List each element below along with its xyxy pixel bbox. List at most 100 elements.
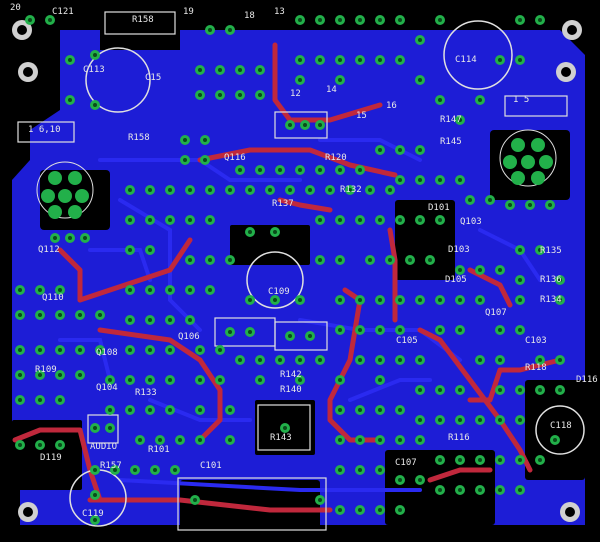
pad-drill <box>168 348 172 352</box>
silk-label-c119: C119 <box>82 509 104 519</box>
mounting-hole-top-right <box>562 20 582 40</box>
pad-drill <box>93 468 97 472</box>
pad-drill <box>303 123 307 127</box>
pad-drill <box>418 148 422 152</box>
pad-drill <box>58 288 62 292</box>
pad-drill <box>298 168 302 172</box>
pad-drill <box>228 408 232 412</box>
pad-drill <box>98 313 102 317</box>
pad-drill <box>38 443 42 447</box>
pad-drill <box>498 388 502 392</box>
silk-label-r158: R158 <box>132 15 154 25</box>
pad-drill <box>148 408 152 412</box>
pad-drill <box>478 268 482 272</box>
pad-drill <box>518 58 522 62</box>
pad-drill <box>338 378 342 382</box>
pad-drill <box>418 438 422 442</box>
pad-drill <box>398 358 402 362</box>
pad-drill <box>273 230 277 234</box>
pad-drill <box>198 348 202 352</box>
capacitor-c109-outline <box>246 251 304 309</box>
pad-drill <box>498 358 502 362</box>
pad-drill <box>518 388 522 392</box>
pad-drill <box>368 188 372 192</box>
pad-drill <box>128 288 132 292</box>
silk-label-q106: Q106 <box>178 332 200 342</box>
pad-drill <box>398 218 402 222</box>
pad-drill <box>208 288 212 292</box>
pad-drill <box>208 188 212 192</box>
pad-drill <box>168 288 172 292</box>
pad-drill <box>558 278 562 282</box>
pad-drill <box>133 468 137 472</box>
pads <box>15 15 565 525</box>
pad-drill <box>438 458 442 462</box>
heatsink-right <box>504 95 568 117</box>
pad-drill <box>398 508 402 512</box>
pad-drill <box>438 98 442 102</box>
pad-drill <box>183 138 187 142</box>
pad-drill <box>418 358 422 362</box>
pad-drill <box>338 408 342 412</box>
silk-label-c101: C101 <box>200 461 222 471</box>
pad-drill <box>438 388 442 392</box>
pad-drill <box>148 378 152 382</box>
silk-label-c115: C15 <box>145 73 161 83</box>
silk-label-r101: R101 <box>148 445 170 455</box>
pad-drill <box>458 328 462 332</box>
pad-drill <box>478 418 482 422</box>
pad-drill <box>518 488 522 492</box>
pad-drill <box>418 178 422 182</box>
pad-drill <box>498 488 502 492</box>
pad-drill <box>498 58 502 62</box>
pad-drill <box>338 78 342 82</box>
pad-drill <box>108 426 112 430</box>
pad-drill <box>438 488 442 492</box>
silk-label-n18: 18 <box>244 11 255 21</box>
pad-drill <box>478 488 482 492</box>
silk-label-q112: Q112 <box>38 245 60 255</box>
pad-drill <box>298 58 302 62</box>
pad-drill <box>268 188 272 192</box>
pad-drill <box>378 378 382 382</box>
pad-drill <box>318 218 322 222</box>
silk-label-r133: R133 <box>135 388 157 398</box>
silk-label-r158b: R158 <box>128 133 150 143</box>
pad-drill <box>148 248 152 252</box>
pad-drill <box>518 458 522 462</box>
silk-label-c118: C118 <box>550 421 572 431</box>
silk-label-n12: 12 <box>290 89 301 99</box>
pad-drill <box>273 298 277 302</box>
pad-drill <box>508 203 512 207</box>
pad-drill <box>398 58 402 62</box>
pad-drill <box>93 493 97 497</box>
pad-drill <box>258 378 262 382</box>
pad-drill <box>398 408 402 412</box>
pad-drill <box>478 358 482 362</box>
pad-drill <box>38 373 42 377</box>
pad-drill <box>258 93 262 97</box>
pad-drill <box>388 258 392 262</box>
pad-drill <box>538 248 542 252</box>
pad-drill <box>408 258 412 262</box>
pad-drill <box>378 58 382 62</box>
pad-drill <box>198 378 202 382</box>
silk-label-d105: D105 <box>445 275 467 285</box>
pad-drill <box>168 218 172 222</box>
mounting-holes <box>12 20 582 522</box>
pad-drill <box>198 438 202 442</box>
pad-drill <box>318 258 322 262</box>
pad-drill <box>338 298 342 302</box>
pad-drill <box>173 468 177 472</box>
pad-drill <box>108 378 112 382</box>
silk-label-r120: R120 <box>325 153 347 163</box>
pad-drill <box>18 373 22 377</box>
pad-drill <box>228 258 232 262</box>
pad-drill <box>438 328 442 332</box>
pad-drill <box>378 358 382 362</box>
silk-label-c103: C103 <box>525 336 547 346</box>
pad-drill <box>188 188 192 192</box>
silk-label-r142: R142 <box>280 370 302 380</box>
pad-drill <box>458 388 462 392</box>
